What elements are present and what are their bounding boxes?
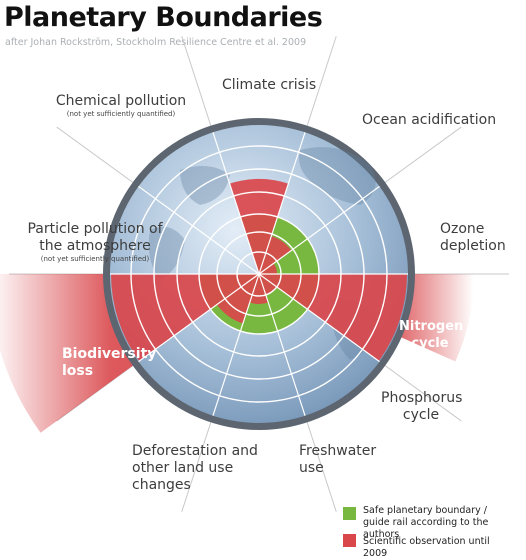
divider-line-9 — [56, 126, 138, 187]
label-chemical: Chemical pollution (not yet sufficiently… — [46, 93, 196, 119]
globe-sector-line-6 — [212, 273, 260, 416]
ozone-label-text: Ozone depletion — [440, 221, 506, 254]
globe-sector-line-4 — [258, 273, 380, 363]
nitrogen-label-text: Nitrogen cycle — [399, 319, 464, 351]
chemical-note: (not yet sufficiently quantified) — [66, 110, 176, 118]
climate-observed — [229, 178, 289, 274]
nitrogen-observed — [259, 274, 407, 361]
globe-sector-line-7 — [138, 273, 260, 363]
biodiversity-label-text: Biodiversity loss — [62, 346, 157, 379]
legend-safe-swatch — [343, 507, 356, 520]
label-nitrogen: Nitrogen cycle — [399, 318, 464, 352]
label-climate: Climate crisis — [222, 77, 316, 94]
label-phosphorus: Phosphorus cycle — [381, 390, 463, 424]
legend-safe-text: Safe planetary boundary / guide rail acc… — [363, 505, 489, 540]
label-ozone: Ozone depletion — [440, 221, 510, 255]
label-biodiversity: Biodiversity loss — [62, 346, 156, 380]
aerosol-label-text: Particle pollution of the atmosphere — [27, 221, 163, 254]
globe-sector-lines — [110, 132, 408, 416]
ocean-label-text: Ocean acidification — [362, 112, 497, 128]
globe-sector-line-5 — [258, 273, 306, 416]
label-landuse: Deforestation and other land use changes — [132, 443, 260, 494]
diagram-subtitle: after Johan Rockström, Stockholm Resilie… — [5, 37, 307, 48]
freshwater-safe-zone — [240, 274, 278, 335]
phosphorus-label-text: Phosphorus cycle — [381, 390, 463, 423]
aerosol-note: (not yet sufficiently quantified) — [40, 255, 150, 263]
climate-label-text: Climate crisis — [222, 77, 317, 93]
landuse-observed — [216, 274, 259, 324]
label-freshwater: Freshwater use — [299, 443, 379, 477]
label-aerosol: Particle pollution of the atmosphere (no… — [20, 221, 170, 264]
divider-line-6 — [181, 416, 214, 512]
biodiversity-observed — [111, 274, 259, 361]
divider-line-4 — [380, 361, 462, 422]
legend-observed-swatch — [343, 534, 356, 547]
globe-sector-line-2 — [258, 185, 380, 275]
divider-line-2 — [380, 126, 462, 187]
globe-sector-line-1 — [258, 132, 306, 275]
label-ocean: Ocean acidification — [362, 112, 496, 129]
globe-sector-line-9 — [138, 185, 260, 275]
globe-sector-line-0 — [212, 132, 260, 275]
landuse-label-text: Deforestation and other land use changes — [132, 443, 258, 493]
freshwater-label-text: Freshwater use — [299, 443, 377, 476]
divider-line-1 — [304, 36, 337, 132]
divider-line-0 — [181, 36, 214, 132]
ocean-observed — [259, 235, 292, 274]
phosphorus-observed — [259, 274, 277, 295]
freshwater-observed — [249, 274, 269, 304]
divider-line-5 — [304, 416, 337, 512]
chemical-label-text: Chemical pollution — [55, 93, 187, 109]
sector-wedges — [111, 178, 407, 361]
diagram-title: Planetary Boundaries — [4, 2, 323, 33]
legend-observed-text: Scientific observation until 2009 — [363, 536, 490, 559]
